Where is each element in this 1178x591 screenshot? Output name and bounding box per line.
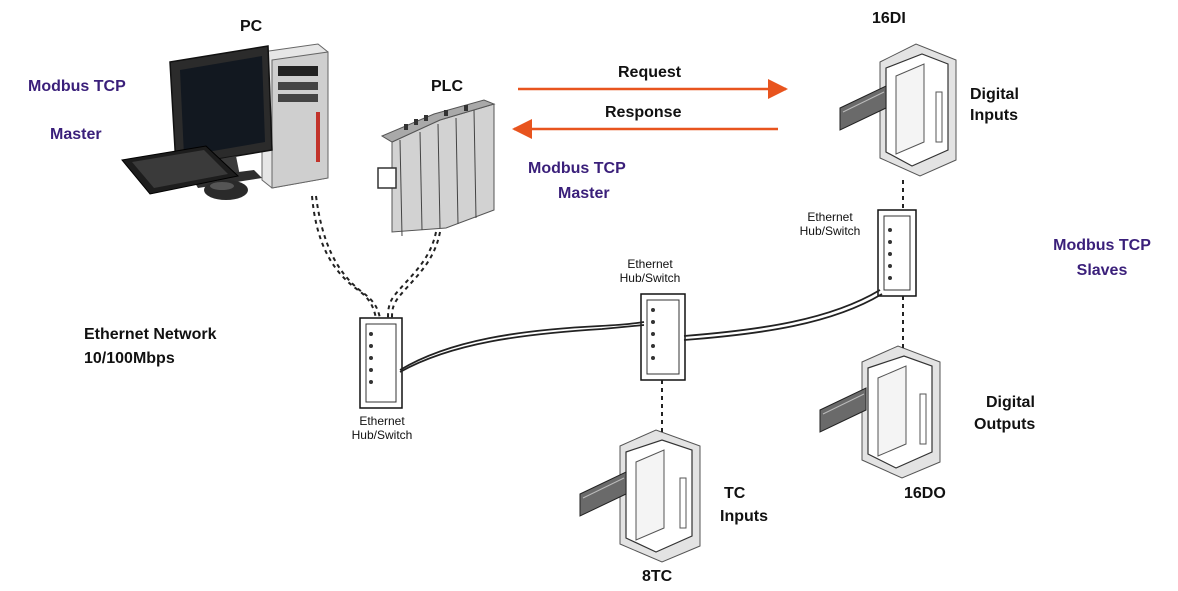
network-label: Ethernet Network xyxy=(84,326,217,343)
module-16di-label: 16DI xyxy=(872,10,906,27)
pc-role-label-line2: Master xyxy=(50,126,102,143)
digital-outputs-label-line2: Outputs xyxy=(974,416,1036,433)
ethernet-switch-right xyxy=(877,209,917,297)
module-16do-label: 16DO xyxy=(904,485,946,502)
switch-left-label-line2: Hub/Switch xyxy=(351,428,413,442)
digital-outputs-label: Digital xyxy=(986,394,1035,411)
plc-device xyxy=(377,99,496,237)
plc-label: PLC xyxy=(431,78,463,95)
pc-role-label: Modbus TCP xyxy=(28,78,126,95)
pc-computer xyxy=(121,43,329,200)
switch-right-label-line1: Ethernet xyxy=(807,210,853,224)
switch-right-label: Ethernet Hub/Switch xyxy=(790,210,870,238)
io-module-8tc xyxy=(579,429,701,563)
io-module-16di xyxy=(839,43,957,177)
switch-left-label: Ethernet Hub/Switch xyxy=(340,414,424,442)
digital-inputs-label: Digital xyxy=(970,86,1019,103)
switch-middle-label: Ethernet Hub/Switch xyxy=(610,257,690,285)
ethernet-switch-left xyxy=(359,317,403,409)
plc-role-label: Modbus TCP xyxy=(528,160,626,177)
slaves-label: Modbus TCP xyxy=(1053,237,1151,254)
network-speed-label: 10/100Mbps xyxy=(84,350,175,367)
slaves-label-line2: Slaves xyxy=(1076,262,1128,279)
digital-inputs-label-line2: Inputs xyxy=(970,107,1018,124)
switch-right-label-line2: Hub/Switch xyxy=(799,224,861,238)
switch-middle-label-line1: Ethernet xyxy=(627,257,673,271)
plc-role-label-line2: Master xyxy=(558,185,610,202)
response-label: Response xyxy=(605,104,682,121)
ethernet-cables xyxy=(399,289,883,373)
tc-inputs-label: TC xyxy=(724,485,746,502)
switch-middle-label-line2: Hub/Switch xyxy=(619,271,681,285)
pc-label: PC xyxy=(240,18,263,35)
io-module-16do xyxy=(819,345,941,479)
ethernet-switch-middle xyxy=(640,293,686,381)
request-label: Request xyxy=(618,64,682,81)
tc-inputs-label-line2: Inputs xyxy=(720,508,768,525)
ethernet-drop-cables xyxy=(311,180,904,434)
module-8tc-label: 8TC xyxy=(642,568,673,585)
switch-left-label-line1: Ethernet xyxy=(359,414,405,428)
